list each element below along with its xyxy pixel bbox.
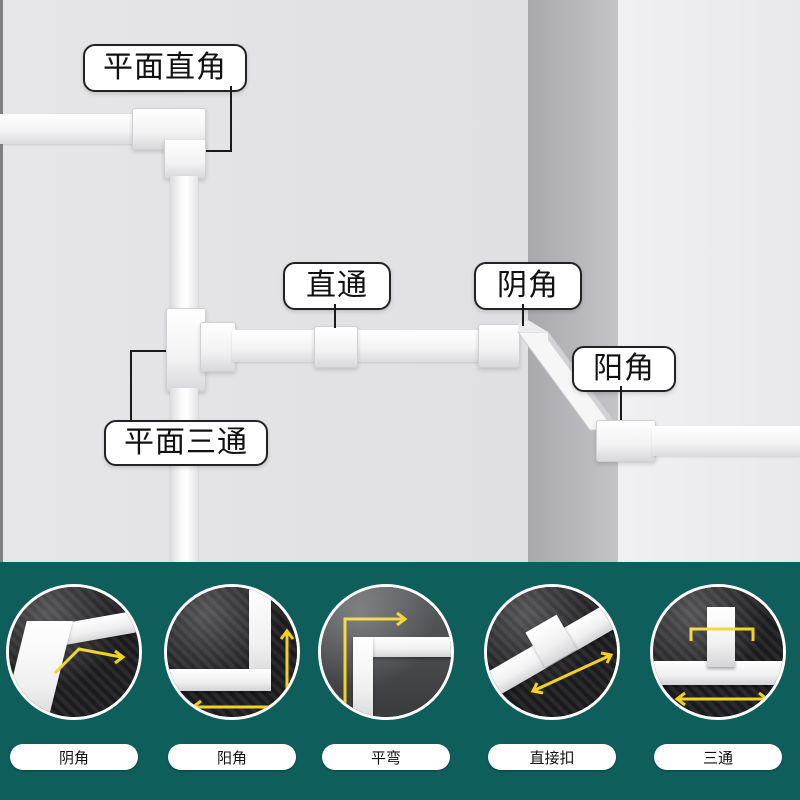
outer-corner-fitting bbox=[596, 420, 656, 462]
outer-corner-piece-v bbox=[249, 587, 271, 687]
straight-label: 直通 bbox=[306, 268, 368, 303]
flat-bend-piece-v bbox=[353, 637, 373, 717]
inner-corner-arrow-icon bbox=[53, 647, 126, 675]
thumbnail-label-straight-coupler: 直接扣 bbox=[488, 744, 616, 770]
thumbnail-label-inner-corner: 阴角 bbox=[10, 744, 138, 770]
inner-corner-fitting bbox=[478, 324, 520, 368]
inner-corner-label: 阴角 bbox=[497, 268, 559, 303]
straight-coupler-thumbnail bbox=[484, 584, 620, 720]
flat-right-angle-leader-v bbox=[230, 86, 232, 152]
right-wall bbox=[618, 0, 800, 562]
inner-corner-thumbnail bbox=[6, 584, 142, 720]
vertical-trunking-lower bbox=[170, 388, 198, 562]
outer-corner-piece-h bbox=[167, 669, 271, 691]
straight-coupler-arrow-icon bbox=[530, 651, 614, 695]
vertical-trunking-upper bbox=[170, 176, 198, 310]
flat-tee-leader-v bbox=[130, 350, 132, 422]
tee-arrow-icon bbox=[674, 627, 770, 707]
fittings-panel: 阴角 阳角 平弯 直接扣 三通 bbox=[0, 562, 800, 800]
tee-piece-v bbox=[707, 607, 735, 667]
middle-horizontal-trunking bbox=[232, 330, 484, 362]
installation-scene: 平面直角 直通 阴角 阳角 平面三通 bbox=[0, 0, 800, 562]
thumbnail-label-tee: 三通 bbox=[654, 744, 782, 770]
top-horizontal-trunking bbox=[0, 114, 140, 144]
inner-corner-callout: 阴角 bbox=[474, 262, 582, 310]
flat-bend-thumbnail bbox=[318, 584, 454, 720]
outer-corner-thumbnail bbox=[164, 584, 300, 720]
outer-corner-callout: 阳角 bbox=[572, 346, 676, 392]
outer-corner-leader bbox=[620, 386, 622, 420]
straight-coupler-fitting bbox=[314, 326, 358, 368]
inner-corner-leader bbox=[522, 304, 524, 326]
outer-corner-arrow-icon bbox=[190, 628, 295, 715]
flat-tee-label: 平面三通 bbox=[124, 425, 248, 460]
flat-right-angle-fitting-drop bbox=[164, 140, 206, 179]
tee-thumbnail bbox=[650, 584, 786, 720]
straight-leader bbox=[334, 304, 336, 328]
flat-tee-callout: 平面三通 bbox=[104, 420, 268, 466]
flat-bend-piece-h bbox=[353, 637, 451, 657]
outer-corner-label: 阳角 bbox=[593, 351, 655, 386]
thumbnail-label-outer-corner: 阳角 bbox=[168, 744, 296, 770]
wall-edge bbox=[0, 0, 3, 562]
flat-right-angle-callout: 平面直角 bbox=[83, 44, 247, 92]
straight-callout: 直通 bbox=[283, 262, 391, 310]
flat-bend-arrow-icon bbox=[343, 611, 408, 711]
flat-tee-leader-h bbox=[130, 350, 166, 352]
flat-tee-branch bbox=[200, 322, 236, 372]
left-wall bbox=[0, 0, 528, 562]
flat-right-angle-label: 平面直角 bbox=[103, 50, 227, 85]
thumbnail-label-flat-bend: 平弯 bbox=[322, 744, 450, 770]
right-horizontal-trunking bbox=[652, 426, 800, 456]
flat-right-angle-leader-h bbox=[206, 150, 232, 152]
